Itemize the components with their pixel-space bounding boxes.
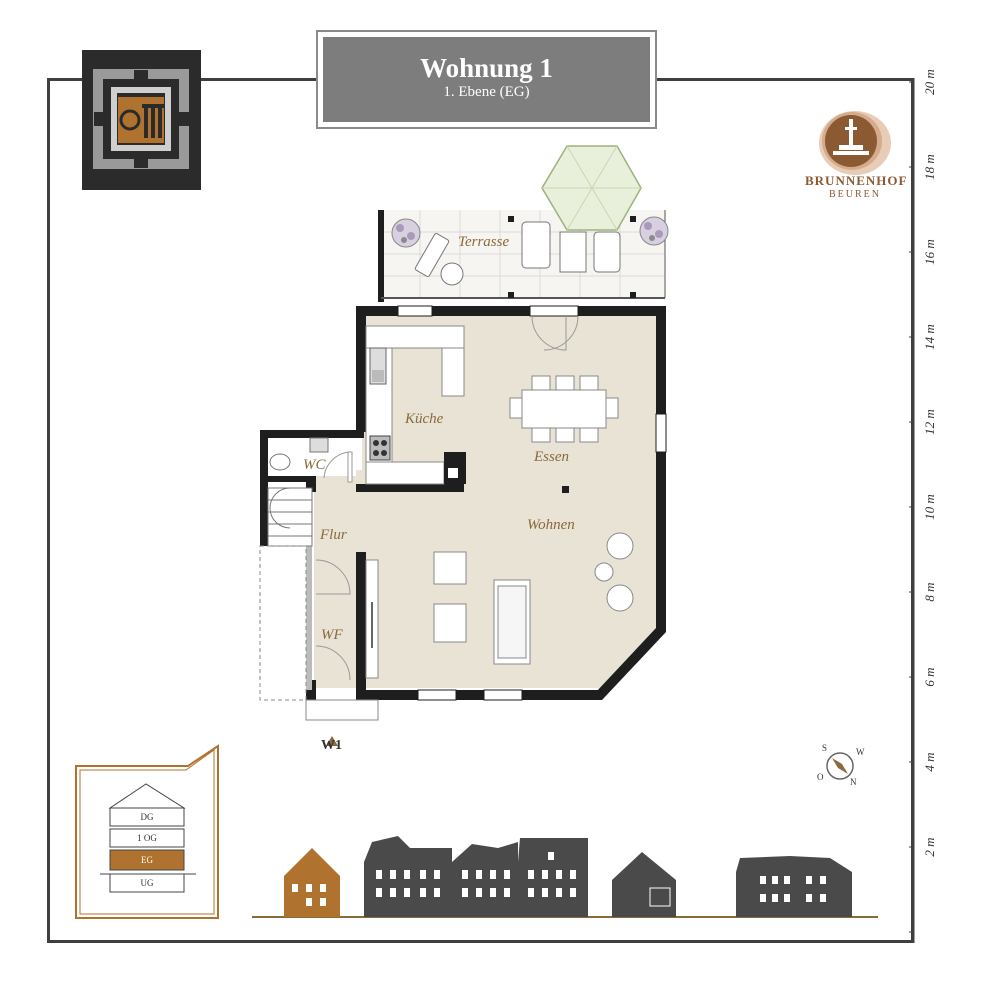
compass-east: O <box>817 772 824 782</box>
floor-label-eg: EG <box>141 855 153 865</box>
walls <box>260 306 666 700</box>
scale-ruler <box>909 78 915 943</box>
entrance-label: W1 <box>321 738 342 753</box>
room-label-essen: Essen <box>534 449 569 465</box>
floor-indicator <box>75 744 219 919</box>
plant-icon <box>391 218 421 248</box>
compass-south: S <box>822 743 828 753</box>
floor-label-dg: DG <box>140 812 154 822</box>
room-label-wohnen: Wohnen <box>527 517 575 533</box>
entrance-arrow <box>326 736 338 746</box>
dining-table <box>509 375 619 443</box>
floor-label-ug: UG <box>140 878 154 888</box>
compass-north: N <box>850 777 857 787</box>
street-silhouette <box>252 836 878 918</box>
compass-icon <box>826 752 854 780</box>
brunnenhof-logo: BRUNNENHOF BEUREN <box>805 105 908 205</box>
apartment-title: Wohnung 1 <box>420 53 553 83</box>
room-label-flur: Flur <box>320 527 347 543</box>
terrace <box>378 145 669 302</box>
floor-subtitle: 1. Ebene (EG) <box>443 84 530 100</box>
room-label-kueche: Küche <box>405 411 444 427</box>
brand-location: BEUREN <box>829 189 881 200</box>
brand-name: BRUNNENHOF <box>805 173 908 188</box>
living-furniture <box>433 532 634 665</box>
compass-west: W <box>856 747 865 757</box>
title-box: Wohnung 1 1. Ebene (EG) <box>316 30 657 129</box>
room-label-terrasse: Terrasse <box>458 234 510 250</box>
parasol <box>541 145 642 231</box>
wc <box>268 437 356 483</box>
kitchen <box>365 325 466 485</box>
staircase <box>267 487 313 547</box>
developer-logo <box>82 50 201 190</box>
room-label-wf: WF <box>321 627 343 643</box>
floor-label-1og: 1 OG <box>137 833 157 843</box>
plant-icon <box>639 216 669 246</box>
room-label-wc: WC <box>303 457 326 473</box>
